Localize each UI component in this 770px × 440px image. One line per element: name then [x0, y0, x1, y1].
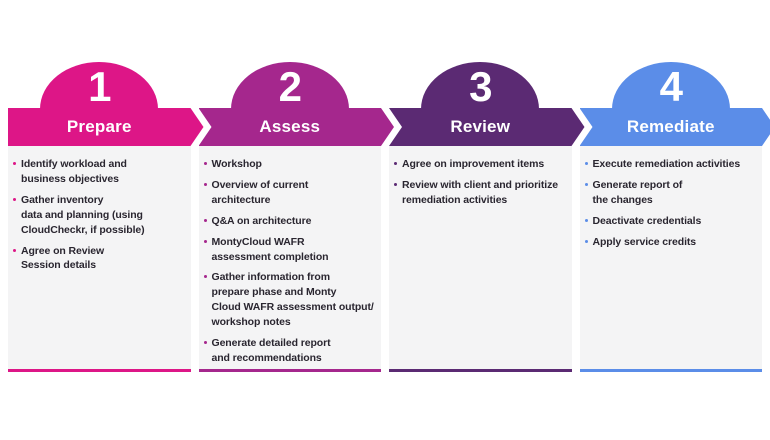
step-title: Review	[450, 117, 511, 136]
step-item: Q&A on architecture	[203, 214, 380, 229]
step-column-prepare: 1 Prepare Identify workload and business…	[8, 62, 191, 372]
step-item: Agree on Review Session details	[12, 244, 189, 274]
process-diagram: 1 Prepare Identify workload and business…	[8, 62, 762, 372]
step-items-list: Identify workload and business objective…	[12, 157, 189, 273]
step-body-prepare: Identify workload and business objective…	[8, 146, 191, 372]
step-column-review: 3 Review Agree on improvement items Revi…	[389, 62, 572, 372]
step-header-band: Prepare	[8, 108, 204, 146]
step-item: Execute remediation activities	[584, 157, 761, 172]
step-header-band: Remediate	[580, 108, 770, 146]
step-header-band: Assess	[199, 108, 395, 146]
step-item: MontyCloud WAFR assessment completion	[203, 235, 380, 265]
step-item: Overview of current architecture	[203, 178, 380, 208]
step-item: Agree on improvement items	[393, 157, 570, 172]
step-header-band: Review	[389, 108, 585, 146]
step-number: 1	[88, 63, 111, 110]
step-title: Prepare	[66, 117, 132, 136]
step-item: Gather information from prepare phase an…	[203, 270, 380, 330]
step-item: Review with client and prioritize remedi…	[393, 178, 570, 208]
step-header-review: 3 Review	[389, 62, 572, 146]
step-item: Workshop	[203, 157, 380, 172]
step-items-list: Workshop Overview of current architectur…	[203, 157, 380, 366]
step-items-list: Agree on improvement items Review with c…	[393, 157, 570, 208]
step-item: Generate detailed report and recommendat…	[203, 336, 380, 366]
step-body-remediate: Execute remediation activities Generate …	[579, 146, 762, 372]
step-number: 4	[659, 63, 683, 110]
step-body-assess: Workshop Overview of current architectur…	[198, 146, 381, 372]
step-item: Generate report of the changes	[584, 178, 761, 208]
step-items-list: Execute remediation activities Generate …	[584, 157, 761, 250]
step-item: Gather inventory data and planning (usin…	[12, 193, 189, 238]
step-header-remediate: 4 Remediate	[580, 62, 763, 146]
step-item: Identify workload and business objective…	[12, 157, 189, 187]
step-column-assess: 2 Assess Workshop Overview of current ar…	[198, 62, 382, 372]
step-title: Assess	[259, 117, 321, 136]
step-header-assess: 2 Assess	[199, 62, 382, 146]
step-header-prepare: 1 Prepare	[8, 62, 191, 146]
step-item: Deactivate credentials	[584, 214, 761, 229]
step-body-review: Agree on improvement items Review with c…	[389, 146, 572, 372]
step-column-remediate: 4 Remediate Execute remediation activiti…	[579, 62, 763, 372]
step-number: 3	[469, 63, 492, 110]
step-title: Remediate	[626, 117, 715, 136]
step-number: 2	[278, 63, 302, 110]
step-item: Apply service credits	[584, 235, 761, 250]
